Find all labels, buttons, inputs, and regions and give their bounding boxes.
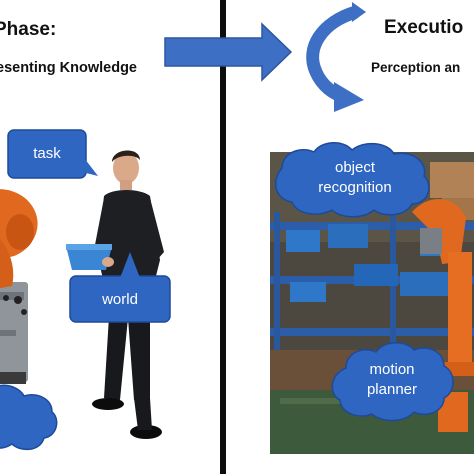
teaching-phase-subtitle: esenting Knowledge [0,60,137,76]
execution-phase-title: Executio [384,17,464,38]
motion-planner-cloud-bubble [331,342,454,422]
phase-divider-line [220,0,226,474]
human-instructor-icon [66,150,164,439]
cycle-arrow-icon [306,2,366,112]
task-callout-label: task [33,145,61,162]
teaching-phase-title: Phase: [0,19,57,40]
phase-transition-arrow-icon [164,22,293,82]
world-callout-label: world [102,291,138,308]
world-callout-bubble [69,252,171,323]
robot-arm-icon [0,189,38,384]
object-recognition-label: object recognition [318,159,392,196]
execution-phase-subtitle: Perception an [371,60,461,75]
object-recognition-cloud-bubble [274,142,430,218]
motion-planner-label: motion planner [366,361,418,398]
left-cloud-bubble [0,384,58,451]
task-callout-bubble [7,129,98,179]
